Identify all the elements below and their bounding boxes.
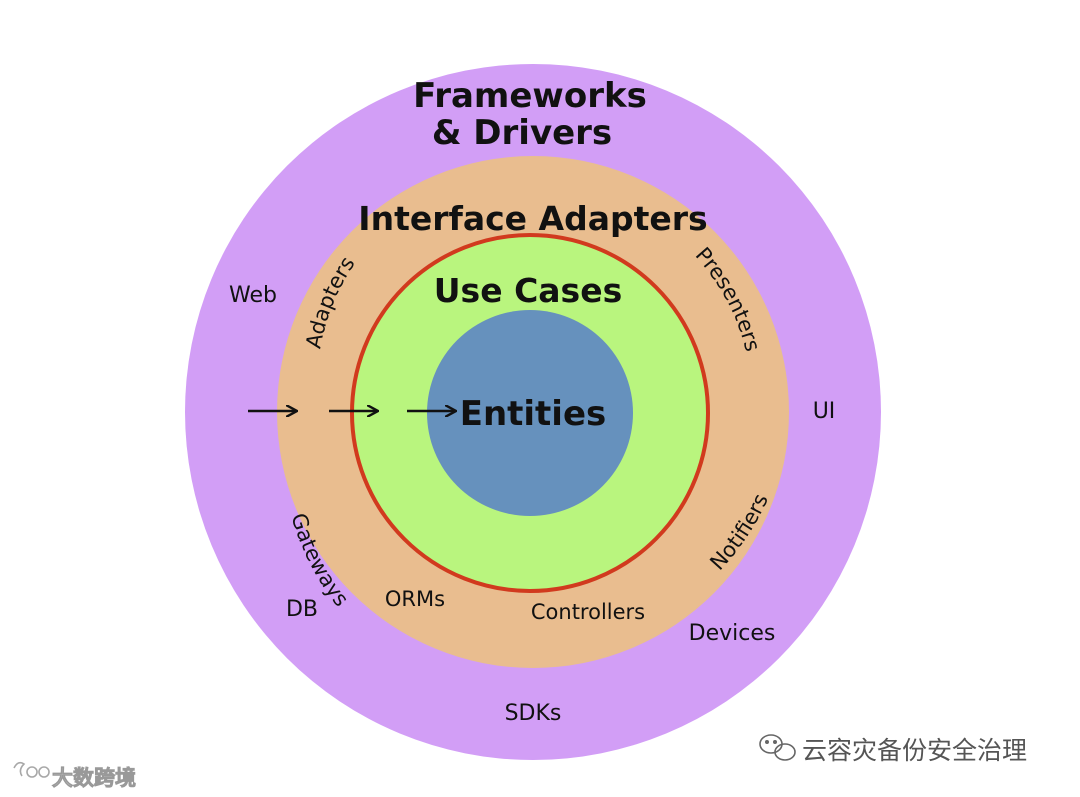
frameworks-drivers-title-line1: Frameworks bbox=[413, 76, 647, 116]
frameworks-item-web: Web bbox=[229, 283, 277, 308]
frameworks-item-devices: Devices bbox=[689, 621, 776, 646]
frameworks-item-db: DB bbox=[286, 597, 318, 622]
entities-core bbox=[427, 310, 633, 516]
watermark-left-text: 大数跨境 bbox=[52, 766, 136, 790]
adapter-item-controllers: Controllers bbox=[531, 600, 645, 624]
wechat-icon bbox=[759, 734, 796, 761]
watermark-left-logo-icon bbox=[13, 761, 50, 778]
watermark-right-text: 云容灾备份安全治理 bbox=[802, 736, 1027, 765]
watermark-left: 大数跨境 bbox=[13, 761, 136, 790]
watermark-right: 云容灾备份安全治理 bbox=[759, 734, 1027, 765]
frameworks-drivers-title-line2: & Drivers bbox=[432, 113, 612, 153]
interface-adapters-title: Interface Adapters bbox=[358, 199, 707, 238]
adapter-item-orms: ORMs bbox=[385, 587, 445, 611]
frameworks-item-sdks: SDKs bbox=[505, 701, 562, 726]
use-cases-title: Use Cases bbox=[434, 271, 622, 310]
frameworks-item-ui: UI bbox=[813, 399, 836, 424]
entities-title: Entities bbox=[460, 394, 607, 434]
